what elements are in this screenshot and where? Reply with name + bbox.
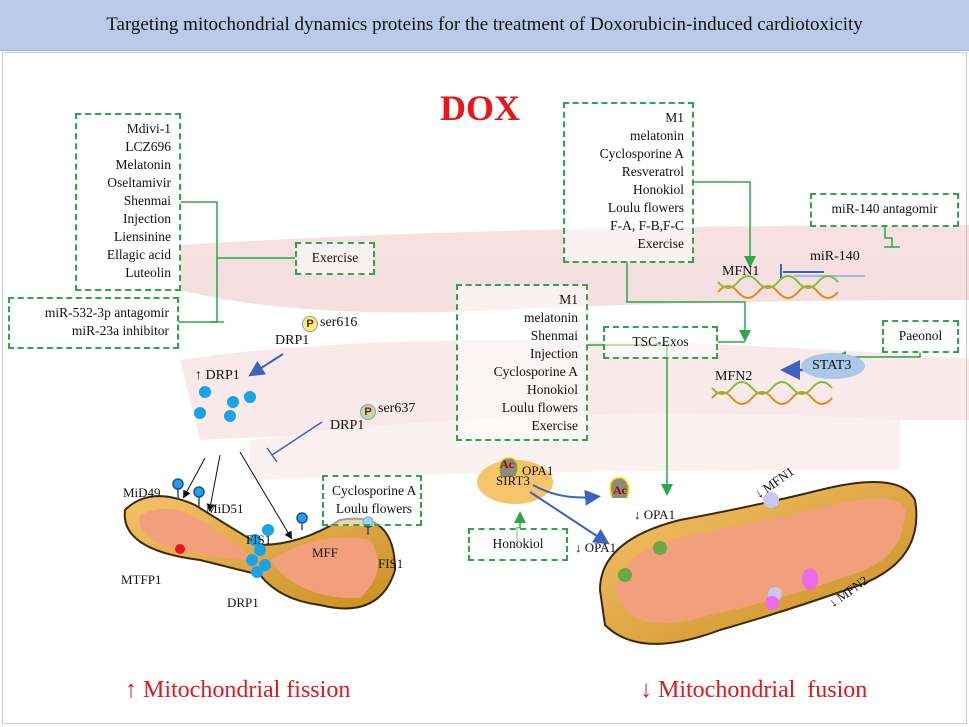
ac-label-2: Ac: [613, 483, 627, 497]
drug-ellagic-acid: Ellagic acid: [106, 247, 171, 262]
exercise-label: Exercise: [311, 250, 359, 265]
mir-532-3p-antagomir: miR-532-3p antagomir: [44, 305, 169, 320]
drug-injection: Injection: [123, 211, 171, 226]
mir140-antagomir-label: miR-140 antagomir: [831, 201, 938, 216]
fis1-label-2: FIS1: [378, 556, 404, 571]
stat3-label: STAT3: [812, 358, 852, 373]
drug-shenmai: Shenmai: [530, 328, 578, 343]
drug-lcz696: LCZ696: [125, 139, 171, 154]
drp1-recruit-arrows: [183, 451, 293, 540]
paeonol-box: Paeonol: [882, 320, 959, 353]
drp1-molecules: [194, 386, 256, 422]
drp1-inhibitors-box: Mdivi-1 LCZ696 Melatonin Oseltamivir She…: [75, 113, 181, 291]
mtfp1-label: MTFP1: [121, 572, 162, 587]
mir140-antagomir-box: miR-140 antagomir: [810, 193, 959, 227]
drug-cyclosporine-a: Cyclosporine A: [332, 483, 417, 498]
figure-title: Targeting mitochondrial dynamics protein…: [0, 0, 969, 51]
mir140-inhibit: [780, 264, 824, 280]
cyclosporine-box: Cyclosporine A Loulu flowers: [322, 475, 422, 526]
ac-label: Ac: [500, 457, 514, 471]
opa1-deacetylation-arrow: [532, 484, 601, 506]
opa1-activators-box: M1 melatonin Shenmai Injection Cyclospor…: [456, 284, 588, 441]
drug-shenmai: Shenmai: [123, 193, 171, 208]
phospho-icon: P: [302, 316, 318, 332]
diagram-frame: [2, 52, 967, 724]
mirna-box: miR-532-3p antagomir miR-23a inhibitor: [8, 297, 179, 349]
drug-injection: Injection: [530, 346, 578, 361]
drug-exercise: Exercise: [637, 236, 684, 251]
fission-footer: ↑ Mitochondrial fission: [125, 677, 351, 703]
ser637-inhibit: [266, 421, 323, 463]
mfn2-label: MFN2: [715, 369, 753, 384]
drug-resveratrol: Resveratrol: [621, 164, 684, 179]
dox-label: DOX: [440, 88, 520, 128]
sirt3-ellipse: [477, 460, 553, 504]
drp1-up-label: ↑ DRP1: [195, 368, 240, 383]
mid51-label: MiD51: [206, 501, 244, 516]
mir-23a-inhibitor: miR-23a inhibitor: [71, 323, 169, 338]
drug-mdivi-1: Mdivi-1: [126, 121, 171, 136]
ser616-to-drp1-arrow: [248, 353, 284, 377]
drug-m1: M1: [559, 292, 578, 307]
paeonol-label: Paeonol: [898, 328, 943, 343]
tsc-exos-label: TSC-Exos: [632, 334, 689, 349]
phospho-icon-637: P: [360, 404, 376, 420]
mir140-label: miR-140: [810, 249, 860, 264]
dna-helix-icon: [711, 275, 839, 405]
sirt3-label: SIRT3: [496, 473, 530, 488]
drp1-ser616-label: DRP1: [275, 333, 310, 348]
drug-honokiol: Honokiol: [526, 382, 578, 397]
drug-loulu-flowers: Loulu flowers: [607, 200, 684, 215]
fission-mitochondrion: [123, 478, 397, 610]
honokiol-label: Honokiol: [492, 536, 544, 551]
stat3-ellipse: [801, 353, 865, 379]
fis1-label: FIS1: [246, 532, 272, 547]
drp1-ring-label: DRP1: [227, 595, 259, 610]
drug-loulu-flowers: Loulu flowers: [335, 501, 412, 516]
mid49-label: MiD49: [123, 485, 161, 500]
acetyl-opa1-icon: [498, 457, 630, 499]
honokiol-box: Honokiol: [468, 528, 568, 561]
mff-label: MFF: [312, 545, 339, 560]
mfn1-activators-box: M1 melatonin Cyclosporine A Resveratrol …: [563, 102, 694, 263]
opa1-down-label: ↓ OPA1: [634, 507, 676, 522]
ser616-label: ser616: [320, 315, 358, 330]
drug-m1: M1: [665, 110, 684, 125]
drp1-ser637-label: DRP1: [330, 418, 365, 433]
opa1-down-arrow: [529, 491, 610, 545]
drug-honokiol: Honokiol: [632, 182, 684, 197]
drug-cyclosporine-a: Cyclosporine A: [599, 146, 684, 161]
drug-liensinine: Liensinine: [114, 229, 171, 244]
drug-oseltamivir: Oseltamivir: [107, 175, 171, 190]
fusion-mitochondrion: [598, 481, 918, 645]
opa1-down-label-2: ↓ OPA1: [575, 540, 617, 555]
drug-luteolin: Luteolin: [125, 265, 171, 280]
exercise-box: Exercise: [295, 242, 375, 275]
drug-melatonin: Melatonin: [115, 157, 172, 172]
drug-melatonin: melatonin: [524, 310, 578, 325]
drug-loulu-flowers: Loulu flowers: [501, 400, 578, 415]
fusion-footer: ↓ Mitochondrial fusion: [640, 677, 868, 703]
opa1-acetyl-label: OPA1: [522, 463, 554, 478]
tsc-exos-box: TSC-Exos: [603, 326, 718, 359]
mfn1-label: MFN1: [722, 264, 760, 279]
ser637-label: ser637: [378, 401, 416, 416]
drug-f-a-f-b-f-c: F-A, F-B,F-C: [610, 218, 684, 233]
drug-exercise: Exercise: [531, 418, 578, 433]
cardiomyocyte-background: [180, 225, 969, 480]
drug-melatonin: melatonin: [630, 128, 684, 143]
drug-cyclosporine-a: Cyclosporine A: [493, 364, 578, 379]
